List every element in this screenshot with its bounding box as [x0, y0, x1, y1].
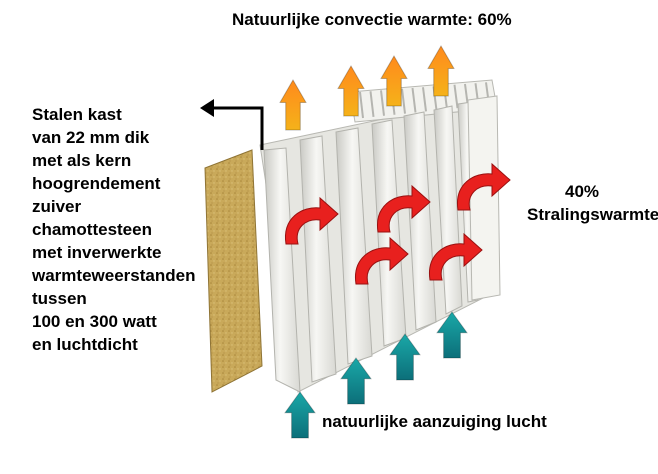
up-arrow-icon: [340, 357, 372, 405]
convection-label: Natuurlijke convectie warmte: 60%: [232, 10, 512, 29]
up-arrow-icon: [380, 55, 408, 107]
curved-arrow-icon: [429, 232, 483, 281]
up-arrow-icon: [436, 311, 468, 359]
grille-slat: [359, 91, 364, 119]
bent-arrow-icon: [212, 106, 264, 150]
radiator-fin: [335, 127, 373, 365]
radiation-percent: 40%: [564, 182, 600, 201]
description-line: chamottesteen: [32, 220, 152, 239]
radiation-label: 40% Stralingswarmte: [527, 180, 658, 226]
grille-slat: [401, 88, 406, 114]
curved-arrow-icon: [457, 162, 511, 211]
description-line: zuiver: [32, 197, 82, 216]
radiator-fin: [403, 111, 437, 331]
up-arrow-icon: [279, 79, 307, 131]
description-line: tussen: [32, 289, 87, 308]
radiator-fin: [299, 135, 337, 383]
chamotte-stone: [204, 149, 263, 393]
description-line: van 22 mm dik: [32, 128, 150, 147]
steel-case-description: Stalen kast van 22 mm dik met als kern h…: [32, 103, 195, 356]
radiator-end-cap: [467, 95, 501, 301]
description-line: warmteweerstanden: [32, 266, 196, 285]
up-arrow-icon: [337, 65, 365, 117]
curved-arrow-icon: [377, 184, 431, 233]
grille-slat: [380, 90, 385, 116]
grille-slat: [411, 87, 417, 113]
intake-label: natuurlijke aanzuiging lucht: [322, 412, 547, 431]
curved-arrow-icon: [285, 196, 339, 245]
description-line: 100 en 300 watt: [32, 312, 157, 331]
up-arrow-icon: [427, 45, 455, 97]
bent-arrow-head: [200, 99, 214, 117]
description-line: Stalen kast: [32, 105, 122, 124]
up-arrow-icon: [284, 391, 316, 439]
description-line: met als kern: [32, 151, 132, 170]
radiator-fin: [433, 105, 463, 315]
grille-slat: [369, 91, 375, 118]
description-line: hoogrendement: [32, 174, 161, 193]
grille-slat: [453, 84, 459, 109]
description-line: en luchtdicht: [32, 335, 138, 354]
curved-arrow-icon: [355, 236, 409, 285]
grille-slat: [422, 87, 427, 112]
radiation-text: Stralingswarmte: [527, 205, 658, 224]
description-line: met inverwerkte: [32, 243, 162, 262]
up-arrow-icon: [389, 333, 421, 381]
